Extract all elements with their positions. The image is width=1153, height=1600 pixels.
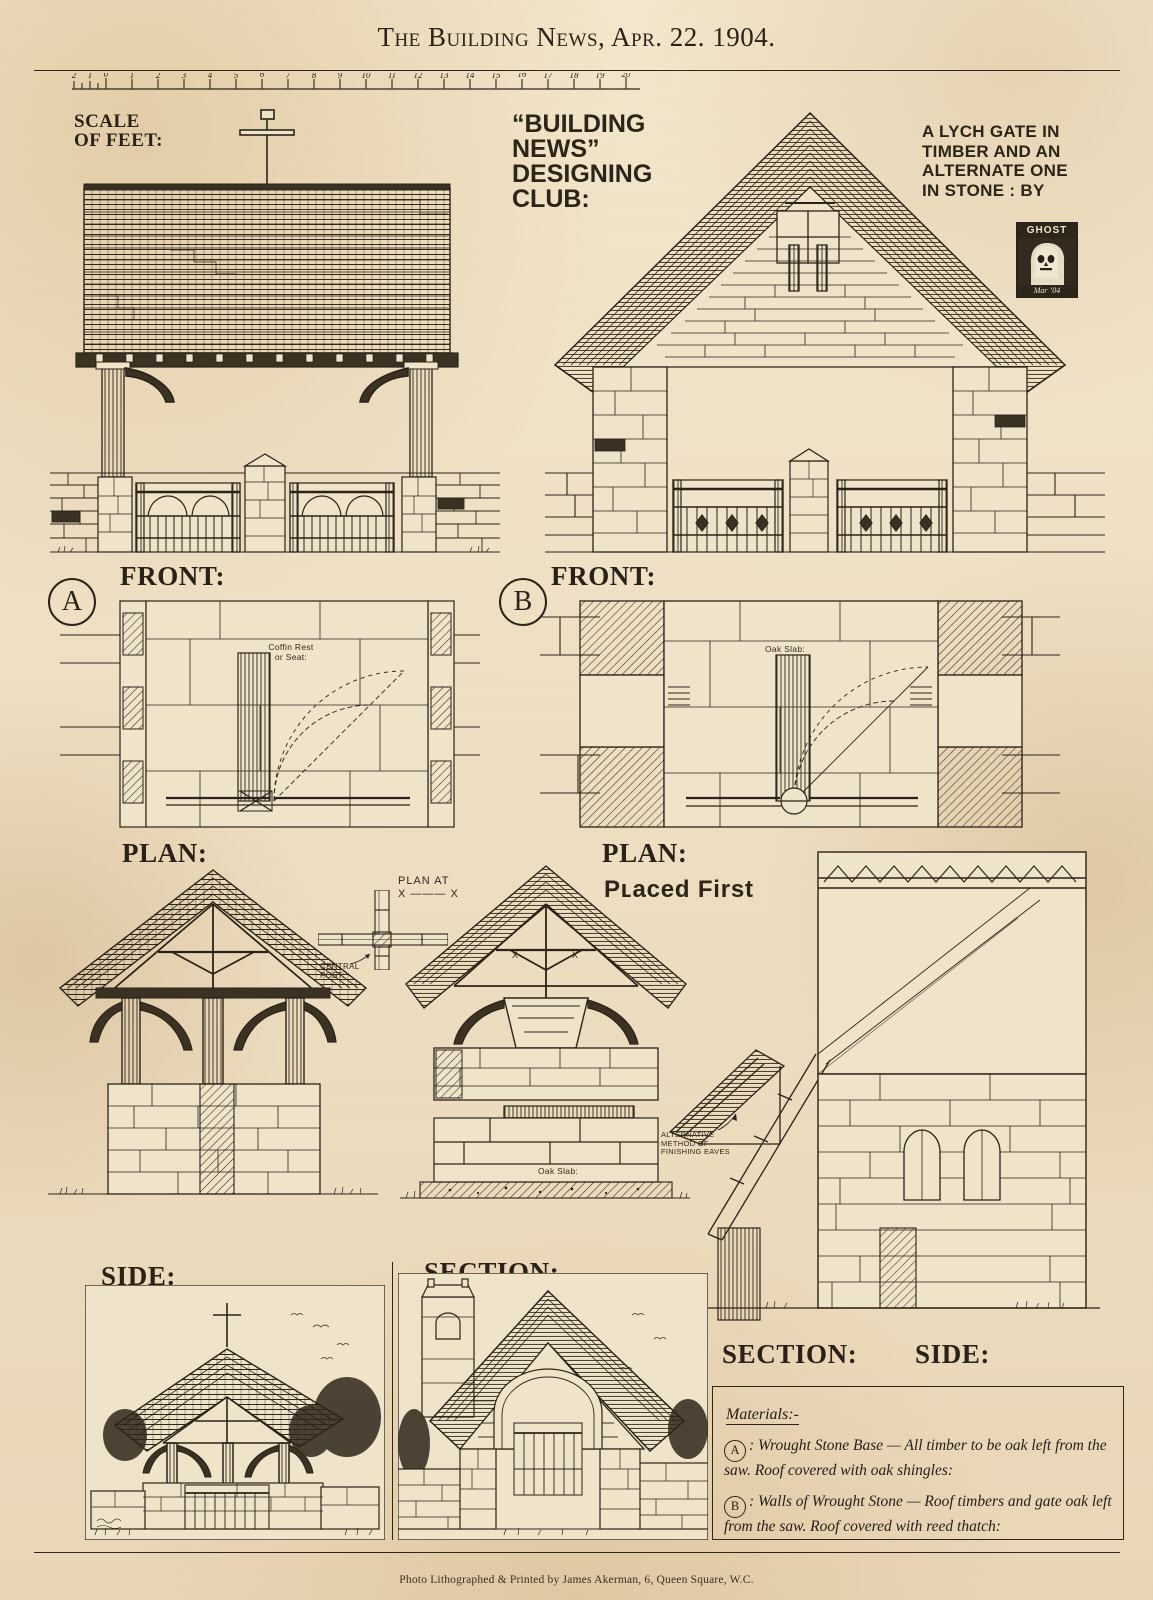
svg-text:2: 2 xyxy=(156,73,161,80)
svg-text:7: 7 xyxy=(286,73,291,80)
alternative-eaves-detail-drawing xyxy=(668,1049,786,1145)
coffin-rest-line1: Coffin Rest xyxy=(268,642,314,652)
footer-rule xyxy=(34,1552,1120,1553)
materials-marker-a: A xyxy=(724,1439,746,1462)
club-title-line3: DESIGNING xyxy=(512,160,653,188)
materials-text-b: : Walls of Wrought Stone — Roof timbers … xyxy=(724,1493,1112,1535)
svg-text:3: 3 xyxy=(181,73,187,80)
svg-text:14: 14 xyxy=(466,73,476,80)
svg-text:X: X xyxy=(512,950,518,960)
label-front-a: FRONT: xyxy=(120,561,226,591)
subject-title-line3: ALTERNATE ONE xyxy=(922,161,1068,180)
elevation-front-b-drawing xyxy=(545,111,1105,553)
svg-text:12: 12 xyxy=(414,73,424,80)
plan-a-drawing xyxy=(60,600,480,828)
label-front-b: FRONT: xyxy=(551,561,657,591)
label-plan-a: PLAN: xyxy=(122,838,208,868)
materials-text-a: : Wrought Stone Base — All timber to be … xyxy=(724,1437,1107,1479)
side-elevation-a-drawing xyxy=(48,869,378,1195)
annotation-plan-at-xx: PLAN AT X ——— X xyxy=(398,875,459,901)
svg-text:1: 1 xyxy=(130,73,135,80)
label-side-b: SIDE: xyxy=(915,1339,991,1369)
perspective-view-a-drawing xyxy=(85,1285,385,1540)
label-placed-first: Pʟaced First xyxy=(604,876,754,903)
annotation-oak-slab-plan: Oak Slab: xyxy=(765,644,806,654)
materials-note-a: A: Wrought Stone Base — All timber to be… xyxy=(724,1437,1124,1479)
club-title-line1: “BUILDING xyxy=(512,110,646,138)
alt-eaves-line1: ALTERNATIVE xyxy=(661,1130,715,1139)
alt-eaves-line3: FINISHING EAVES xyxy=(661,1147,730,1156)
materials-heading: Materials:- xyxy=(726,1406,799,1425)
svg-text:19: 19 xyxy=(596,73,606,80)
elevation-front-a-drawing xyxy=(50,109,500,553)
club-title-line2: NEWS” xyxy=(512,135,600,163)
pseudonym-stamp: GHOST Mar ’ xyxy=(1016,222,1078,298)
svg-text:6: 6 xyxy=(260,73,265,79)
scheme-marker-a: A xyxy=(48,578,96,626)
printer-credit: Photo Lithographed & Printed by James Ak… xyxy=(399,1574,754,1586)
perspective-view-b-drawing xyxy=(398,1273,708,1540)
pseudonym-name: GHOST xyxy=(1018,224,1076,238)
vignette-divider xyxy=(392,1262,393,1540)
subject-title-line1: A LYCH GATE IN xyxy=(922,122,1060,141)
plan-b-drawing xyxy=(540,600,1060,828)
svg-text:17: 17 xyxy=(544,73,554,80)
materials-note-box xyxy=(712,1386,1124,1540)
side-elevation-b-drawing xyxy=(700,851,1100,1321)
header-rule xyxy=(34,70,1120,72)
hooded-skull-icon xyxy=(1018,238,1076,285)
svg-text:8: 8 xyxy=(312,73,317,80)
scale-of-feet-label: SCALE OF FEET: xyxy=(74,112,163,150)
annotation-coffin-rest: Coffin Rest or Seat: xyxy=(247,642,335,662)
plan-at-line1: PLAN AT xyxy=(398,875,450,887)
svg-text:20: 20 xyxy=(622,73,632,79)
alt-eaves-line2: METHOD OF xyxy=(661,1138,709,1148)
subject-title-line4: IN STONE : BY xyxy=(922,180,1045,200)
designing-club-title: “BUILDING NEWS” DESIGNING CLUB: xyxy=(512,112,652,212)
scale-label-line2: OF FEET: xyxy=(74,130,163,151)
svg-text:1: 1 xyxy=(88,73,93,80)
svg-text:5: 5 xyxy=(234,73,239,80)
materials-note-b: B: Walls of Wrought Stone — Roof timbers… xyxy=(724,1493,1124,1535)
annotation-oak-slab-section: Oak Slab: xyxy=(538,1166,579,1176)
scheme-marker-b: B xyxy=(499,578,547,626)
svg-text:4: 4 xyxy=(208,73,213,80)
svg-text:0: 0 xyxy=(104,73,109,79)
club-title-line4: CLUB: xyxy=(512,185,590,213)
svg-text:11: 11 xyxy=(388,73,396,80)
central-post-detail-drawing xyxy=(318,890,448,970)
svg-text:15: 15 xyxy=(492,73,502,80)
label-section-b: SECTION: xyxy=(722,1339,858,1369)
subject-title: A LYCH GATE IN TIMBER AND AN ALTERNATE O… xyxy=(922,122,1068,200)
svg-text:13: 13 xyxy=(440,73,450,80)
coffin-rest-line2: or Seat: xyxy=(274,651,308,662)
central-post-line1: CENTRAL xyxy=(320,962,360,971)
materials-marker-b: B xyxy=(724,1495,746,1518)
subject-title-line2: TIMBER AND AN xyxy=(922,141,1061,161)
svg-text:18: 18 xyxy=(570,73,580,80)
svg-text:2: 2 xyxy=(72,73,77,80)
scale-label-line1: SCALE xyxy=(74,111,140,132)
svg-text:10: 10 xyxy=(362,73,372,80)
svg-text:16: 16 xyxy=(518,73,528,79)
pseudonym-date: Mar ’04 xyxy=(1018,285,1076,296)
publication-header: The Building News, Apr. 22. 1904. xyxy=(377,22,776,52)
svg-text:X: X xyxy=(572,950,578,960)
svg-text:9: 9 xyxy=(338,73,343,80)
materials-heading-text: Materials:- xyxy=(726,1406,799,1425)
annotation-alternative-eaves: ALTERNATIVE METHOD OF FINISHING EAVES xyxy=(661,1130,730,1157)
label-plan-b: PLAN: xyxy=(602,838,688,868)
plan-at-line2: X ——— X xyxy=(398,888,459,900)
